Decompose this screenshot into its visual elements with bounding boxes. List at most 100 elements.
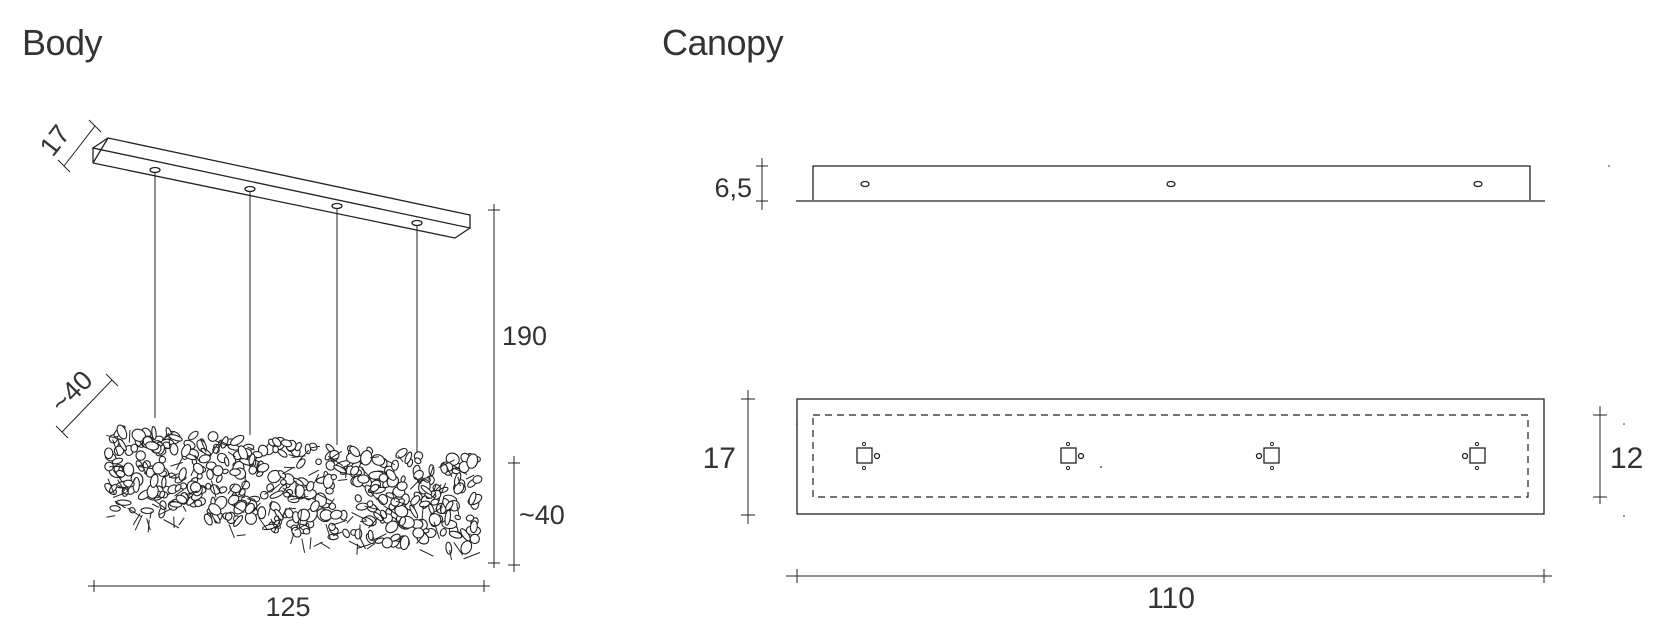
body-drawing: 17 ~40 190 ~40 125 [34, 119, 565, 622]
cluster-stem [453, 542, 464, 556]
cluster-element [342, 528, 351, 538]
cluster-stem [106, 515, 116, 518]
cluster-element [230, 434, 245, 446]
cluster-stem [249, 502, 261, 514]
cluster-stem [161, 431, 174, 441]
cluster-stem [232, 494, 246, 499]
cluster-stem [214, 440, 229, 447]
cluster-element [283, 491, 291, 498]
cluster-element [169, 501, 183, 508]
cluster-element [257, 506, 267, 520]
cluster-element [354, 528, 363, 540]
cluster-stem [112, 439, 119, 456]
cluster-element [224, 512, 233, 521]
canopy-fixing-points [856, 441, 1486, 471]
cluster-stem [267, 500, 273, 516]
cluster-stem [298, 449, 310, 461]
cluster-stem [371, 533, 387, 542]
cluster-element [378, 473, 389, 483]
cluster-stem [453, 467, 468, 475]
cluster-stem [428, 466, 434, 480]
cluster-stem [332, 531, 343, 537]
cluster-stem [385, 459, 395, 466]
cluster-element [469, 520, 478, 534]
body-height-dimension: 190 [488, 204, 547, 568]
cluster-stem [360, 520, 368, 523]
cluster-element [272, 437, 282, 447]
cluster-element [233, 515, 244, 527]
cluster-element [194, 499, 203, 508]
cluster-stem [439, 504, 442, 512]
cluster-stem [327, 450, 343, 461]
cluster-stem [117, 485, 126, 490]
cluster-stem [134, 514, 143, 531]
cluster-element [178, 467, 187, 481]
cluster-stem [288, 454, 299, 458]
cluster-stem [136, 441, 145, 449]
cluster-stem [348, 540, 363, 548]
cluster-element [355, 502, 369, 511]
cluster-stem [178, 517, 185, 526]
body-cluster [104, 424, 483, 561]
cluster-stem [351, 512, 367, 521]
cluster-stem [227, 451, 236, 458]
cluster-element [206, 468, 214, 480]
cluster-stem [376, 497, 384, 505]
cluster-element [135, 450, 146, 461]
cluster-element [116, 424, 128, 440]
cluster-element [115, 499, 132, 506]
cluster-stem [374, 504, 381, 512]
cluster-element [409, 504, 419, 519]
cluster-stem [282, 466, 295, 475]
cluster-stem [419, 478, 429, 484]
cluster-element [468, 491, 477, 506]
cluster-stem [170, 461, 184, 467]
cluster-stem [258, 517, 268, 530]
body-width-dimension: 125 [88, 580, 490, 622]
cluster-element [308, 442, 318, 452]
cluster-element [161, 476, 167, 489]
cluster-element [104, 447, 114, 460]
cluster-stem [138, 466, 153, 470]
cluster-element [419, 500, 431, 508]
cluster-element [325, 460, 336, 471]
cluster-stem [435, 484, 442, 491]
cluster-stem [215, 485, 222, 494]
cluster-element [373, 511, 384, 522]
cluster-stem [168, 473, 179, 479]
cluster-stem [356, 543, 358, 555]
cluster-stem [174, 489, 184, 497]
body-cluster-depth-dimension: ~40 [45, 365, 119, 439]
cluster-stem [319, 542, 331, 550]
cluster-stem [325, 524, 331, 540]
cluster-element [152, 461, 166, 475]
body-height-label: 190 [502, 321, 547, 351]
canopy-length-label: 110 [1147, 582, 1195, 615]
cluster-element [445, 500, 454, 511]
cluster-element [274, 508, 284, 521]
cluster-stem [465, 474, 475, 480]
cluster-stem [331, 519, 348, 526]
cluster-element [428, 503, 435, 515]
cluster-stem [273, 520, 281, 533]
cluster-element [174, 483, 182, 492]
cluster-stem [231, 504, 245, 514]
cluster-stem [416, 534, 425, 544]
cluster-element [444, 509, 452, 526]
cluster-element [465, 514, 475, 522]
cluster-stem [366, 542, 376, 550]
body-cluster-height-dimension: ~40 [508, 456, 565, 572]
cluster-element [448, 530, 463, 539]
cluster-element [109, 505, 121, 512]
cluster-stem [395, 500, 407, 505]
cluster-stem [112, 469, 123, 483]
cluster-stem [163, 519, 180, 529]
cluster-stem [112, 492, 126, 498]
cluster-element [412, 527, 425, 539]
cluster-element [208, 503, 222, 516]
canopy-height-dimension: 6,5 [714, 158, 768, 210]
cluster-element [280, 479, 287, 486]
cluster-element [306, 481, 315, 492]
cluster-stem [421, 505, 424, 522]
